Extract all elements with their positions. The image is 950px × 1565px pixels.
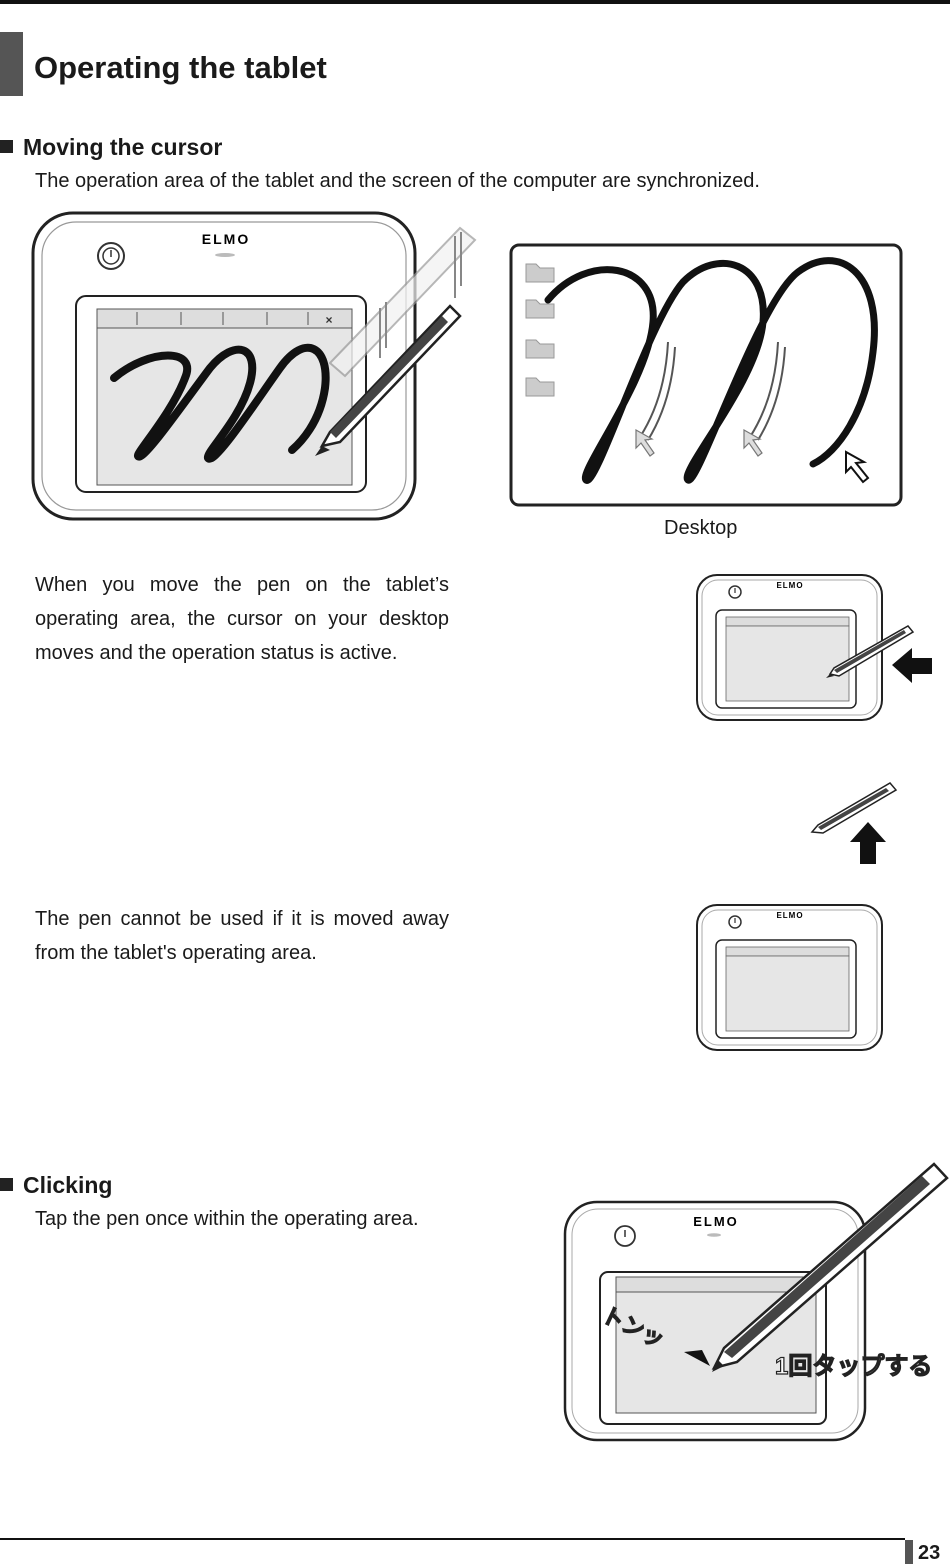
title-accent-bar [0, 32, 23, 96]
bullet-square-icon [0, 140, 13, 153]
brand-logo: ELMO [693, 1214, 739, 1229]
brand-logo: ELMO [776, 581, 803, 590]
power-icon [614, 1225, 636, 1247]
arrow-left-icon [892, 648, 932, 683]
section-heading-moving-cursor: Moving the cursor [0, 133, 222, 161]
brand-logo: ELMO [202, 231, 250, 247]
pen-ghost-icon [328, 226, 477, 378]
folder-icon [525, 263, 555, 283]
inactive-status-text: The pen cannot be used if it is moved aw… [35, 908, 449, 964]
moving-cursor-intro: The operation area of the tablet and the… [35, 170, 760, 192]
page-title: Operating the tablet [34, 50, 327, 85]
desktop-illustration [509, 243, 903, 507]
pen-icon [810, 782, 898, 834]
brand-logo: ELMO [776, 911, 803, 920]
page-number-tab [905, 1540, 913, 1564]
arrow-up-icon [850, 822, 886, 864]
power-icon [728, 585, 742, 599]
desktop-caption: Desktop [664, 517, 738, 539]
top-rule [0, 0, 950, 4]
tablet-illustration-clicking: ELMO トンッ 1回タップする [563, 1162, 949, 1442]
clicking-text: Tap the pen once within the operating ar… [35, 1208, 419, 1230]
pen-icon [711, 1162, 949, 1372]
power-icon [728, 915, 742, 929]
tablet-illustration-active: ELMO [696, 574, 932, 721]
power-icon [97, 242, 125, 270]
tap-once-label: 1回タップする [775, 1353, 932, 1380]
section-heading-clicking: Clicking [0, 1171, 112, 1199]
toolbar-close-icon: × [325, 313, 332, 327]
status-led [215, 253, 235, 257]
tablet-toolbar [96, 308, 353, 329]
cursor-arrow-icon [635, 428, 870, 484]
tablet-illustration-inactive: ELMO [696, 904, 883, 1051]
moving-cursor-heading-text: Moving the cursor [23, 134, 223, 160]
active-status-text: When you move the pen on the tablet’s op… [35, 574, 449, 664]
folder-icon [525, 377, 555, 397]
clicking-heading-text: Clicking [23, 1172, 113, 1198]
pen-lifted-illustration [810, 782, 898, 864]
bottom-rule [0, 1538, 905, 1540]
pen-icon [315, 304, 462, 456]
bullet-square-icon [0, 1178, 13, 1191]
tablet-illustration-large: ELMO × [31, 211, 477, 521]
pen-icon [826, 625, 915, 678]
folder-icon [525, 339, 555, 359]
folder-icon [525, 299, 555, 319]
page-number: 23 [918, 1542, 941, 1564]
